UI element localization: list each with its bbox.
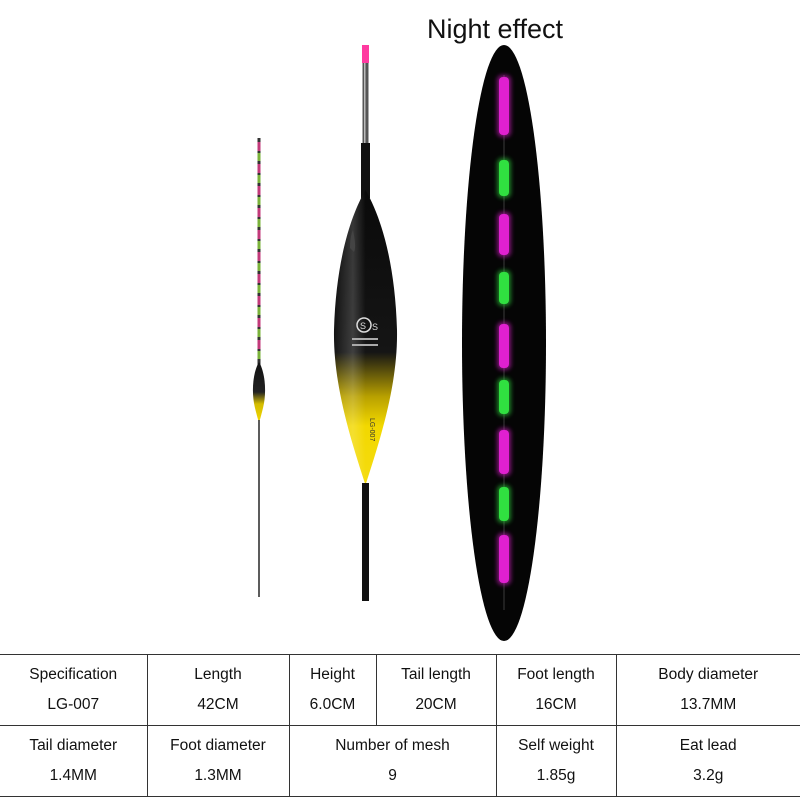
tail-stripe (257, 164, 261, 173)
tail-stripe (257, 186, 261, 195)
tail-stripe (257, 197, 261, 205)
tail-stripe (257, 340, 261, 349)
brand-logo: S S (352, 317, 378, 346)
tail-stripe (257, 230, 261, 239)
product-illustration: S S LG-007 (252, 45, 546, 641)
tail-stripe (257, 175, 261, 183)
tail-stripe (257, 318, 261, 327)
tail-stripe (257, 219, 261, 227)
glow-segment (499, 487, 509, 521)
night-effect-title: Night effect (426, 14, 564, 44)
night-effect-panel (462, 45, 546, 641)
model-mark: LG-007 (368, 418, 375, 441)
tail-stripe (257, 142, 261, 151)
glow-segment (499, 77, 509, 135)
tail-stripe (257, 241, 261, 249)
tail-stripe (257, 274, 261, 283)
glow-segment (499, 324, 509, 368)
glow-segment (499, 430, 509, 474)
small-float (252, 138, 266, 597)
tail-stripe (257, 329, 261, 337)
tail-stripe (257, 252, 261, 261)
tail-stripe (257, 285, 261, 293)
tail-stripe (257, 296, 261, 305)
svg-text:S: S (372, 322, 378, 332)
svg-text:S: S (360, 321, 366, 331)
glow-segment (499, 160, 509, 196)
tail-stripe (257, 153, 261, 161)
tail-stripe (257, 307, 261, 315)
glow-segment (499, 272, 509, 304)
glow-segment (499, 380, 509, 414)
tail-stripe (257, 208, 261, 217)
large-float: S S LG-007 (333, 45, 398, 601)
glow-segment (499, 535, 509, 583)
tail-stripe (257, 351, 261, 359)
tail-stripe (257, 263, 261, 271)
glow-segment (499, 214, 509, 255)
